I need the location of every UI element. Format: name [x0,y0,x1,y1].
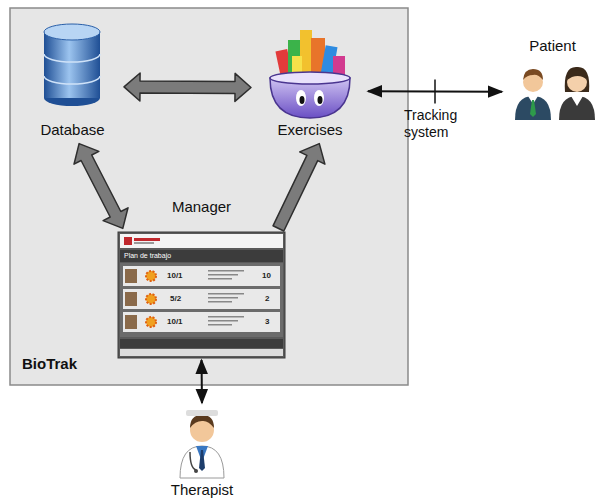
system-box: BioTrak Database ExercisesManager [10,8,408,385]
database-icon [44,24,100,106]
screen-text: 10/1 [167,317,183,327]
node-label: Database [40,121,104,139]
node-label: Therapist [171,481,234,499]
therapist-icon [180,410,224,478]
component-node: Database [25,22,120,140]
node-label: BioTrak [22,355,77,373]
screen-text: 10/1 [167,271,183,281]
screen-text: 2 [265,294,269,304]
component-node: Patient [505,35,600,125]
data-flow-arrow [273,144,325,231]
component-node: Exercises [255,18,365,140]
tracking-tick [434,79,436,103]
screen-text: 10 [262,271,271,281]
node-label: Manager [172,198,231,216]
component-node: Therapist [157,405,247,500]
node-label: Exercises [277,121,342,139]
manager-screenshot [118,232,285,358]
patient-icons [515,67,595,120]
system-box [10,8,408,385]
screen-text: 5/2 [170,294,181,304]
link-arrow [201,360,202,403]
screen-text: 3 [265,317,269,327]
component-node: Manager [118,232,285,358]
node-label: Patient [529,37,576,55]
edge-label: Tracking system [404,107,474,141]
exercises-icon [270,30,350,118]
data-flow-arrow [124,73,251,101]
data-flow-arrow [74,144,128,229]
screen-text: Plan de trabajo [124,251,171,260]
